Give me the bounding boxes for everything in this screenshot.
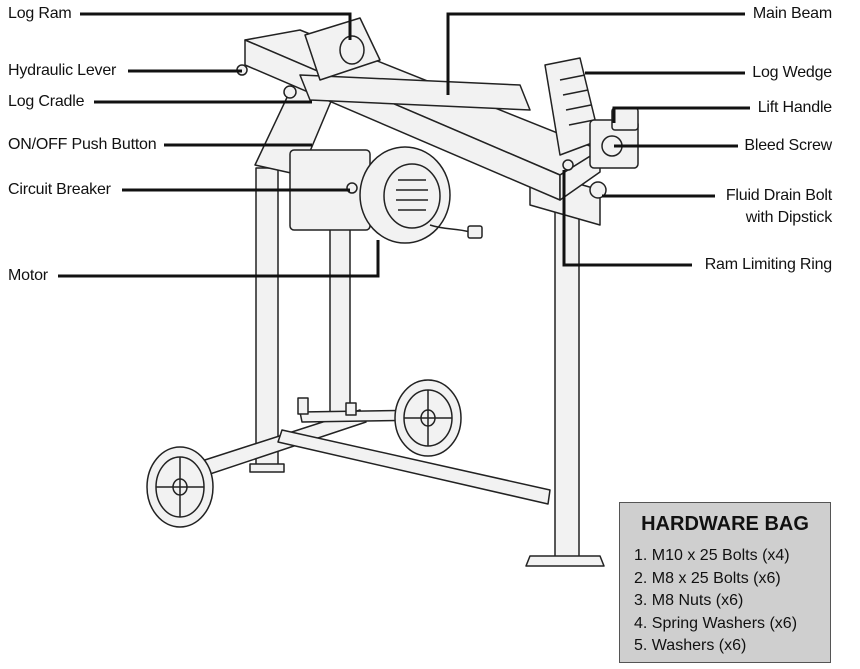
leader-main-beam	[446, 12, 745, 95]
hardware-bag-item: 1. M10 x 25 Bolts (x4)	[634, 547, 790, 564]
left-wheel	[146, 446, 214, 528]
rear-left-leg	[249, 167, 285, 473]
log-ram	[304, 17, 381, 81]
label-main-beam: Main Beam	[752, 5, 832, 22]
label-fluid-drain-bolt-line1: Fluid Drain Bolt	[725, 187, 832, 204]
hardware-bag-item: 5. Washers (x6)	[634, 637, 747, 654]
label-ram-limiting-ring: Ram Limiting Ring	[704, 256, 833, 273]
base-frame	[179, 397, 551, 505]
leader-motor	[58, 240, 380, 278]
label-fluid-drain-bolt-line2: with Dipstick	[745, 209, 833, 226]
label-log-wedge: Log Wedge	[752, 64, 832, 81]
right-wheel	[394, 379, 462, 457]
label-hydraulic-lever: Hydraulic Lever	[8, 62, 117, 79]
hardware-bag-list: 1. M10 x 25 Bolts (x4) 2. M8 x 25 Bolts …	[634, 545, 797, 658]
label-motor: Motor	[8, 267, 48, 284]
label-circuit-breaker: Circuit Breaker	[8, 181, 111, 198]
label-on-off-push-button: ON/OFF Push Button	[8, 136, 157, 153]
leader-lines	[58, 12, 750, 278]
hardware-bag-item: 4. Spring Washers (x6)	[634, 614, 798, 632]
hardware-bag-title: HARDWARE BAG	[641, 513, 809, 535]
hardware-bag-item: 3. M8 Nuts (x6)	[634, 592, 744, 609]
front-right-leg	[525, 209, 605, 567]
label-log-cradle: Log Cradle	[8, 93, 85, 110]
leader-ram-limiting-ring	[562, 170, 692, 267]
hardware-bag-box: HARDWARE BAG 1. M10 x 25 Bolts (x4) 2. M…	[619, 502, 831, 663]
label-log-ram: Log Ram	[8, 5, 72, 22]
hardware-bag-item: 2. M8 x 25 Bolts (x6)	[634, 569, 781, 587]
label-bleed-screw: Bleed Screw	[744, 137, 832, 154]
label-lift-handle: Lift Handle	[757, 99, 832, 116]
cylinder-end-assembly	[562, 107, 639, 199]
leader-lift-handle	[612, 106, 750, 123]
leader-log-ram	[80, 12, 352, 40]
